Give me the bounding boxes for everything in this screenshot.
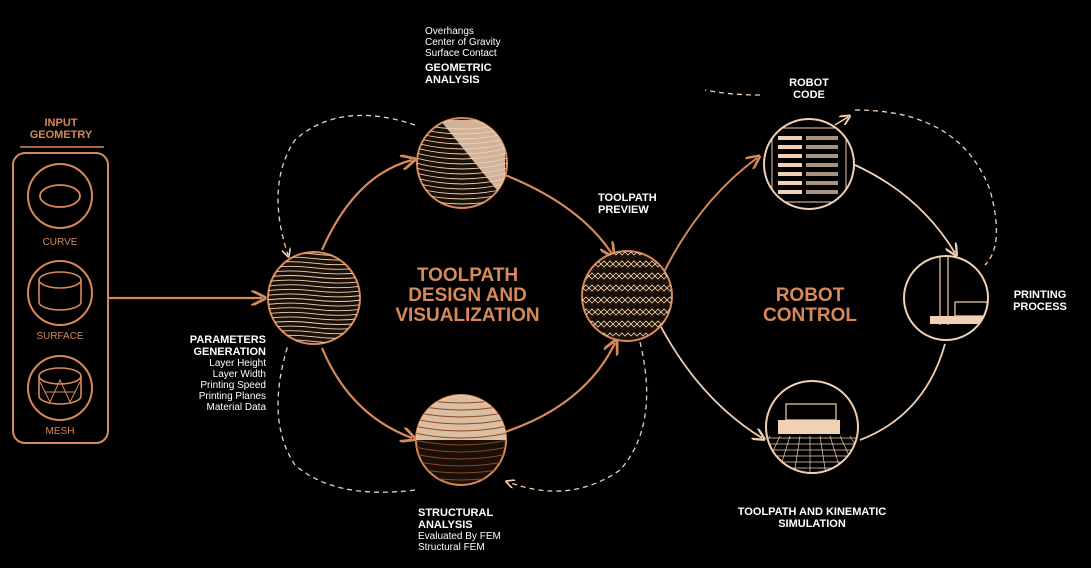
printing-process-image <box>903 255 989 341</box>
simulation-line1: TOOLPATH AND KINEMATIC <box>737 506 887 518</box>
parameters-title-line2: GENERATION <box>193 346 266 358</box>
center-right-line1: ROBOT <box>775 285 845 306</box>
arrow-simulation-to-printing <box>859 343 946 441</box>
structural-note: Structural FEM <box>418 542 485 553</box>
structural-note: Evaluated By FEM <box>418 531 501 542</box>
geometric-note: Surface Contact <box>425 48 497 59</box>
robot-code-title: ROBOT CODE <box>781 77 837 101</box>
input-label-curve: CURVE <box>42 237 78 248</box>
feedback-geometric-to-parameters <box>277 114 416 255</box>
preview-title-line1: TOOLPATH <box>598 192 657 204</box>
parameters-note: Printing Speed <box>200 380 266 391</box>
printing-line1: PRINTING <box>1013 289 1067 301</box>
center-right-line2: CONTROL <box>763 305 857 326</box>
robot-code-image <box>763 118 855 210</box>
geometric-notes: Overhangs Center of Gravity Surface Cont… <box>425 26 501 86</box>
structural-title-line2: ANALYSIS <box>418 519 473 531</box>
center-left-line2: DESIGN AND <box>408 285 527 306</box>
arrow-parameters-to-structural <box>320 347 412 438</box>
printing-line2: PROCESS <box>1013 301 1067 313</box>
simulation-line2: SIMULATION <box>778 518 846 530</box>
geometric-note: Overhangs <box>425 26 474 37</box>
feedback-code-top <box>704 89 761 96</box>
input-title: INPUT GEOMETRY <box>16 117 106 141</box>
center-left-title: TOOLPATH DESIGN AND VISUALIZATION <box>370 266 565 326</box>
center-left-line1: TOOLPATH <box>416 265 519 286</box>
feedback-preview-to-structural <box>508 341 648 492</box>
robot-code-line2: CODE <box>793 89 825 101</box>
arrow-preview-to-code <box>663 158 757 273</box>
structural-analysis-image <box>415 394 507 486</box>
input-title-line2: GEOMETRY <box>29 129 93 141</box>
mesh-thumbnail <box>27 355 93 421</box>
simulation-image <box>765 380 859 474</box>
surface-thumbnail <box>27 260 93 326</box>
arrow-preview-to-simulation <box>659 324 762 438</box>
geometric-analysis-image <box>416 117 508 209</box>
arrow-geometric-to-preview <box>504 173 612 254</box>
input-title-line1: INPUT <box>44 117 78 129</box>
curve-thumbnail <box>27 163 93 229</box>
structural-title-line1: STRUCTURAL <box>418 507 494 519</box>
parameters-note: Layer Width <box>212 369 266 380</box>
structural-block: STRUCTURAL ANALYSIS Evaluated By FEM Str… <box>418 507 501 553</box>
input-label-mesh: MESH <box>45 426 75 437</box>
parameters-note: Material Data <box>206 402 266 413</box>
feedback-arrowhead <box>834 117 848 126</box>
arrow-parameters-to-geometric <box>320 160 412 251</box>
printing-title: PRINTING PROCESS <box>1000 289 1080 313</box>
preview-title: TOOLPATH PREVIEW <box>598 192 657 216</box>
arrow-code-to-printing <box>854 164 955 253</box>
parameters-note: Printing Planes <box>198 391 266 402</box>
feedback-printing-to-code <box>854 109 998 266</box>
feedback-structural-to-parameters <box>277 344 416 493</box>
toolpath-preview-image <box>581 250 673 342</box>
parameters-image <box>267 251 361 345</box>
simulation-title: TOOLPATH AND KINEMATIC SIMULATION <box>702 506 922 530</box>
parameters-title-line1: PARAMETERS <box>189 334 266 346</box>
arrow-structural-to-preview <box>504 343 615 434</box>
geometric-note: Center of Gravity <box>425 37 501 48</box>
center-left-line3: VISUALIZATION <box>395 305 540 326</box>
geometric-title-line1: GEOMETRIC <box>425 62 492 74</box>
robot-code-line1: ROBOT <box>789 77 829 89</box>
preview-title-line2: PREVIEW <box>598 204 649 216</box>
input-label-surface: SURFACE <box>36 331 84 342</box>
parameters-note: Layer Height <box>209 358 266 369</box>
center-right-title: ROBOT CONTROL <box>740 286 880 326</box>
geometric-title-line2: ANALYSIS <box>425 74 480 86</box>
parameters-block: PARAMETERS GENERATION Layer Height Layer… <box>160 334 266 413</box>
